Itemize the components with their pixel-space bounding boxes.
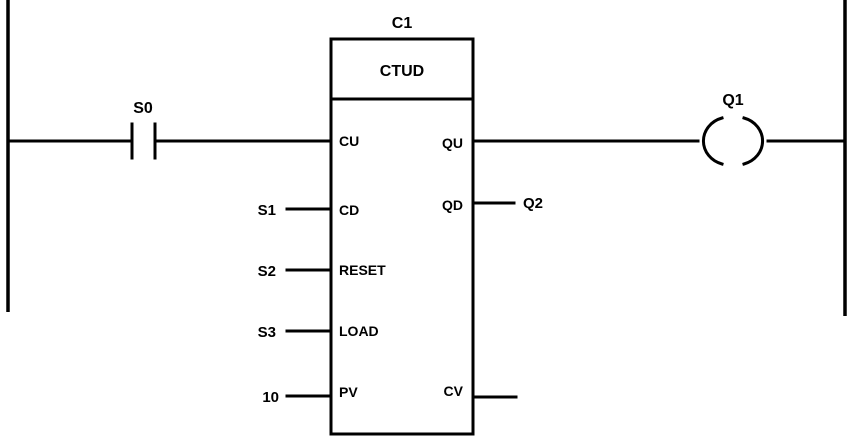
contact-label: S0 [133, 100, 153, 117]
pin-reset-label: RESET [339, 262, 386, 278]
signal-reset-label: S2 [258, 263, 276, 280]
pin-qd-label: QD [442, 197, 463, 213]
coil-q1 [701, 116, 765, 166]
pin-cu-label: CU [339, 133, 359, 149]
ctud-function-block [329, 37, 475, 436]
signal-pv-label: 10 [262, 389, 279, 406]
pin-cd-label: CD [339, 202, 359, 218]
block-name: C1 [392, 15, 413, 32]
pin-qu-label: QU [442, 135, 463, 151]
coil-label: Q1 [722, 92, 743, 109]
block-type: CTUD [380, 63, 424, 80]
coil-right-arc [742, 116, 765, 166]
pin-cv-label: CV [444, 383, 464, 399]
signal-cd-label: S1 [258, 202, 276, 219]
coil-left-arc [701, 116, 724, 166]
pin-pv-label: PV [339, 384, 358, 400]
signal-qd-label: Q2 [523, 195, 543, 212]
signal-load-label: S3 [258, 324, 276, 341]
contact-s0 [130, 122, 157, 160]
pin-load-label: LOAD [339, 323, 379, 339]
